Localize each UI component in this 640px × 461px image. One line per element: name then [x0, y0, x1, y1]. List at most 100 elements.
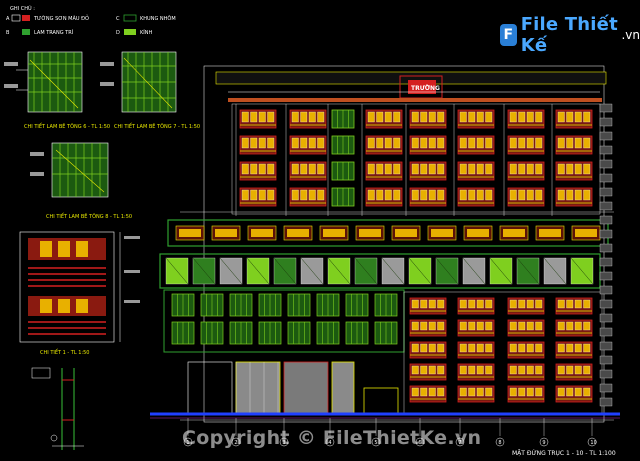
upper-window-pane: [566, 163, 574, 175]
upper-window-pane: [526, 189, 534, 201]
lower-window-pane: [485, 321, 493, 331]
lower-window-pane: [420, 299, 428, 309]
glass-hatch: [273, 257, 297, 285]
stair-column: [599, 103, 613, 407]
glass-hatch: [489, 257, 513, 285]
upper-window-frame: [289, 109, 327, 129]
detail-7: CHI TIẾT LAM BÊ TÔNG 7 - TL 1:50: [100, 51, 200, 130]
logo-name: File Thiết Kế: [520, 14, 618, 56]
upper-window-pane: [459, 111, 467, 123]
band-glass: [179, 229, 201, 237]
upper-window-pane: [485, 163, 493, 175]
glass-hatch: [300, 257, 324, 285]
upper-window-frame: [409, 135, 447, 155]
glass-hatch: [516, 257, 540, 285]
upper-window-pane: [574, 189, 582, 201]
upper-window-pane: [393, 111, 401, 123]
lower-window-frame: [555, 363, 593, 381]
lower-window-pane: [518, 365, 526, 375]
upper-window-pane: [509, 137, 517, 149]
lower-window-pane: [468, 299, 476, 309]
upper-window-pane: [526, 163, 534, 175]
upper-window-pane: [308, 163, 316, 175]
stair-step: [599, 285, 613, 295]
grid-bubble: [325, 437, 335, 447]
lower-window-pane: [566, 299, 574, 309]
upper-window-pane: [437, 137, 445, 149]
lower-window-pane: [583, 387, 591, 397]
lower-window-pane: [574, 321, 582, 331]
upper-window-frame: [457, 109, 495, 129]
upper-window-frame: [555, 135, 593, 155]
upper-window-pane: [241, 163, 249, 175]
lower-window-pane: [459, 321, 467, 331]
grid-label: 2: [234, 440, 237, 446]
band-glass: [215, 229, 237, 237]
lower-window-pane: [518, 343, 526, 353]
glass-row: [165, 257, 594, 285]
lower-window-pane: [557, 299, 565, 309]
lower-window-frame: [555, 297, 593, 315]
upper-window-pane: [509, 189, 517, 201]
lower-window-pane: [476, 321, 484, 331]
upper-window-pane: [485, 111, 493, 123]
upper-window-pane: [420, 111, 428, 123]
stair-step: [599, 271, 613, 281]
legend-title: GHI CHÚ :: [10, 5, 35, 12]
upper-window-pane: [557, 163, 565, 175]
logo-mark: F: [500, 24, 517, 46]
upper-window-pane: [250, 111, 258, 123]
upper-window-pane: [300, 189, 308, 201]
lower-window-pane: [428, 365, 436, 375]
stair-step: [599, 257, 613, 267]
upper-window-pane: [308, 137, 316, 149]
stair-step: [599, 369, 613, 379]
upper-window-pane: [509, 163, 517, 175]
band-glass: [575, 229, 597, 237]
lower-window-pane: [509, 387, 517, 397]
upper-window-pane: [468, 189, 476, 201]
lower-window-pane: [557, 387, 565, 397]
upper-window-frame: [457, 161, 495, 181]
lower-window-frame: [555, 385, 593, 403]
upper-window-pane: [428, 137, 436, 149]
upper-window-pane: [384, 163, 392, 175]
lower-window-pane: [485, 299, 493, 309]
lower-window-pane: [411, 387, 419, 397]
upper-window-pane: [300, 111, 308, 123]
glass-hatch: [192, 257, 216, 285]
grid-bubble: [415, 437, 425, 447]
upper-outline: [231, 103, 601, 215]
stair-step: [599, 327, 613, 337]
upper-window-pane: [291, 111, 299, 123]
detail-7-caption: CHI TIẾT LAM BÊ TÔNG 7 - TL 1:50: [114, 122, 200, 130]
upper-window-pane: [468, 137, 476, 149]
logo: F File Thiết Kế .vn: [500, 14, 640, 56]
upper-window-frame: [365, 161, 403, 181]
upper-window-pane: [583, 137, 591, 149]
upper-window-frame: [365, 109, 403, 129]
grid-bubble: [539, 437, 549, 447]
upper-window-frame: [555, 187, 593, 207]
upper-window-pane: [317, 189, 325, 201]
upper-window-pane: [367, 137, 375, 149]
lower-window-pane: [411, 299, 419, 309]
upper-window-frame: [457, 187, 495, 207]
upper-window-pane: [535, 163, 543, 175]
lower-window-pane: [535, 299, 543, 309]
grid-bubble: [587, 437, 597, 447]
lower-window-pane: [437, 365, 445, 375]
upper-window-pane: [317, 137, 325, 149]
stair-step: [599, 117, 613, 127]
lower-window-pane: [566, 321, 574, 331]
grid-bubble: [495, 437, 505, 447]
lower-window-pane: [535, 343, 543, 353]
grid-label: 1: [186, 440, 189, 446]
upper-window-pane: [428, 163, 436, 175]
lower-window-pane: [437, 387, 445, 397]
upper-window-frame: [365, 187, 403, 207]
upper-window-pane: [241, 111, 249, 123]
detail-1: CHI TIẾT 1 - TL 1:50: [19, 231, 140, 356]
lower-window-frame: [507, 319, 545, 337]
